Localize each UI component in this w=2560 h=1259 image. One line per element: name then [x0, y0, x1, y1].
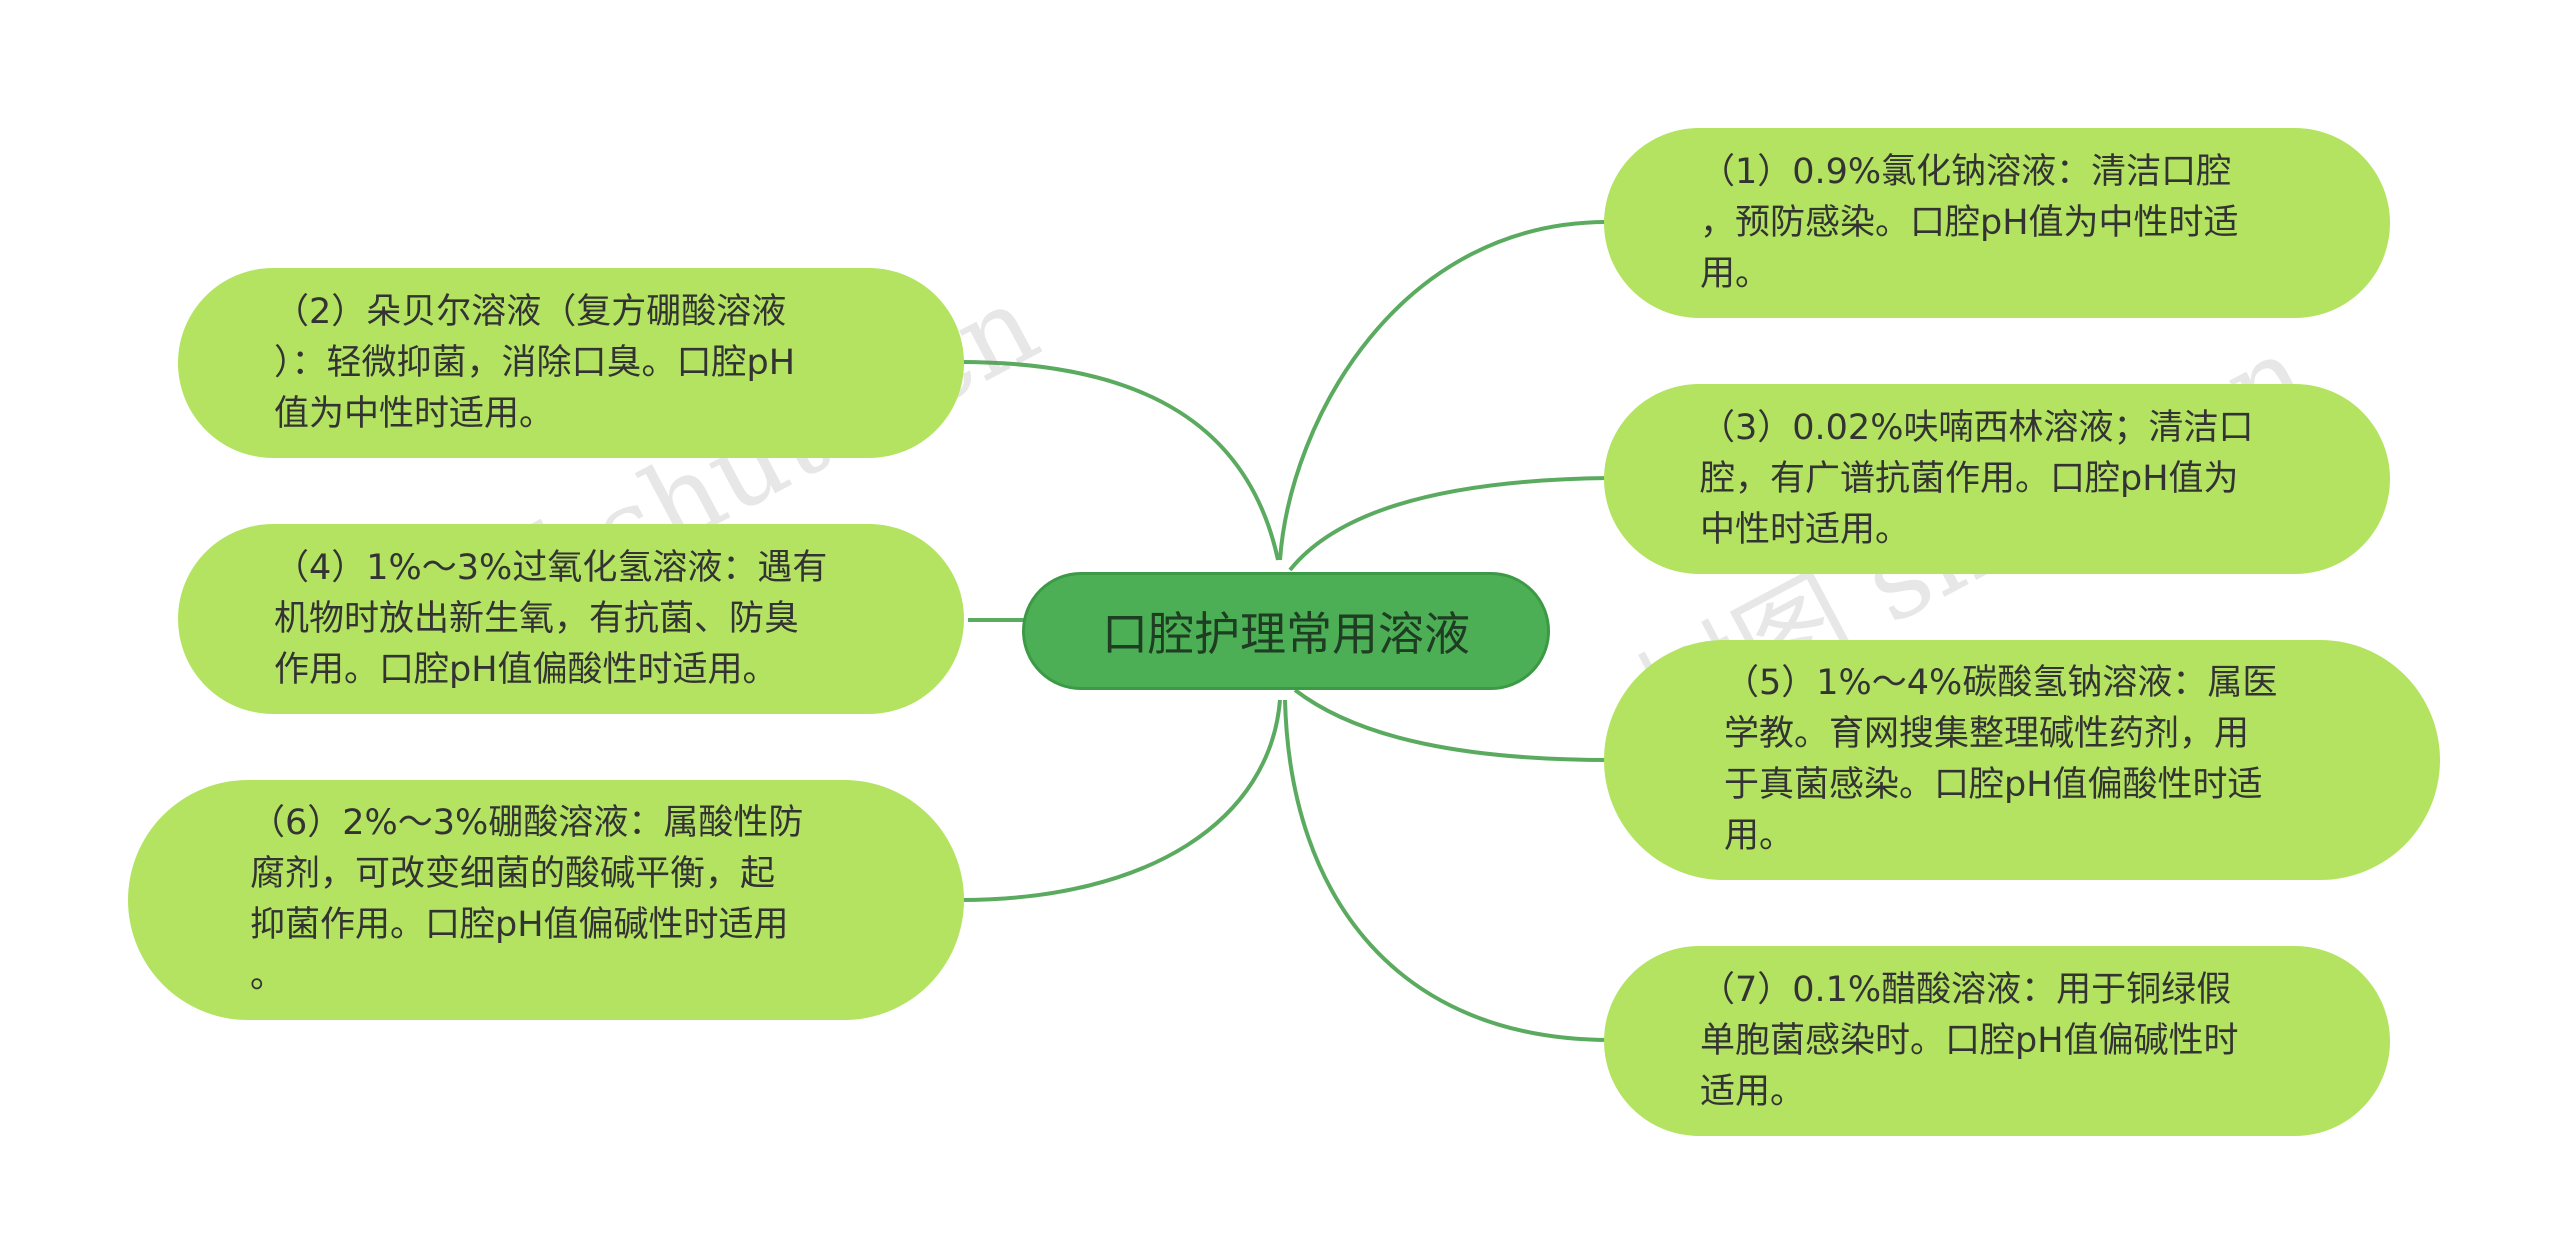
connector-n7: [1283, 699, 1611, 1042]
branch-node-6-text: （6）2%～3%硼酸溶液：属酸性防 腐剂，可改变细菌的酸碱平衡，起 抑菌作用。口…: [250, 803, 804, 996]
branch-node-2[interactable]: （2）朵贝尔溶液（复方硼酸溶液 ）：轻微抑菌，消除口臭。口腔pH 值为中性时适用…: [178, 268, 964, 458]
connector-n2: [959, 360, 1280, 561]
branch-node-1[interactable]: （1）0.9%氯化钠溶液：清洁口腔 ，预防感染。口腔pH值为中性时适 用。: [1604, 128, 2390, 318]
branch-node-7-text: （7）0.1%醋酸溶液：用于铜绿假 单胞菌感染时。口腔pH值偏碱性时 适用。: [1700, 969, 2239, 1112]
branch-node-4-text: （4）1%～3%过氧化氢溶液：遇有 机物时放出新生氧，有抗菌、防臭 作用。口腔p…: [274, 547, 828, 690]
connector-n5: [1293, 688, 1611, 762]
branch-node-7[interactable]: （7）0.1%醋酸溶液：用于铜绿假 单胞菌感染时。口腔pH值偏碱性时 适用。: [1604, 946, 2390, 1136]
branch-node-3[interactable]: （3）0.02%呋喃西林溶液；清洁口 腔，有广谱抗菌作用。口腔pH值为 中性时适…: [1604, 384, 2390, 574]
root-node-label: 口腔护理常用溶液: [1102, 607, 1470, 661]
connector-n1: [1278, 219, 1611, 561]
root-node[interactable]: 口腔护理常用溶液: [1022, 572, 1550, 690]
branch-node-3-text: （3）0.02%呋喃西林溶液；清洁口 腔，有广谱抗菌作用。口腔pH值为 中性时适…: [1700, 407, 2254, 550]
connector-n6: [959, 699, 1282, 902]
branch-node-1-text: （1）0.9%氯化钠溶液：清洁口腔 ，预防感染。口腔pH值为中性时适 用。: [1700, 151, 2239, 294]
branch-node-5[interactable]: （5）1%～4%碳酸氢钠溶液：属医 学教。育网搜集整理碱性药剂，用 于真菌感染。…: [1604, 640, 2440, 880]
branch-node-2-text: （2）朵贝尔溶液（复方硼酸溶液 ）：轻微抑菌，消除口臭。口腔pH 值为中性时适用…: [274, 291, 796, 434]
branch-node-5-text: （5）1%～4%碳酸氢钠溶液：属医 学教。育网搜集整理碱性药剂，用 于真菌感染。…: [1724, 663, 2278, 856]
branch-node-6[interactable]: （6）2%～3%硼酸溶液：属酸性防 腐剂，可改变细菌的酸碱平衡，起 抑菌作用。口…: [128, 780, 964, 1020]
branch-node-4[interactable]: （4）1%～3%过氧化氢溶液：遇有 机物时放出新生氧，有抗菌、防臭 作用。口腔p…: [178, 524, 964, 714]
connector-n3: [1288, 476, 1611, 572]
